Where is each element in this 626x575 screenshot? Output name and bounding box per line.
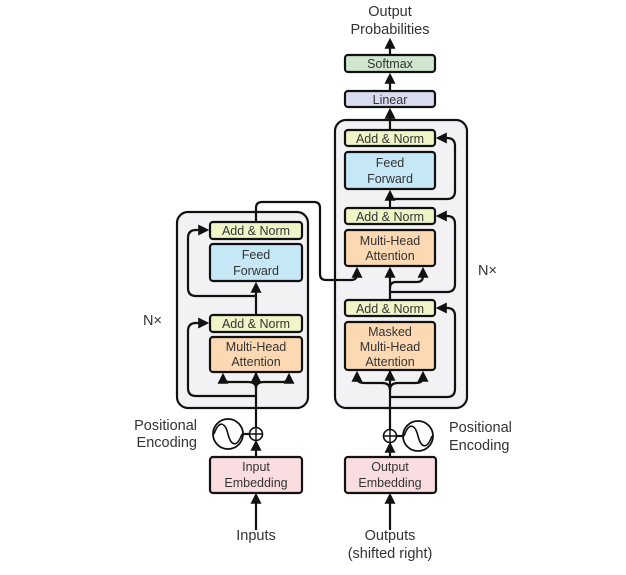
decoder-add-norm-1: Add & Norm bbox=[343, 128, 437, 148]
svg-text:Add & Norm: Add & Norm bbox=[356, 132, 424, 146]
svg-text:Encoding: Encoding bbox=[449, 438, 509, 454]
svg-text:Embedding: Embedding bbox=[224, 476, 287, 490]
svg-text:Add & Norm: Add & Norm bbox=[356, 302, 424, 316]
svg-text:Forward: Forward bbox=[367, 172, 413, 186]
output-probabilities-label-2: Probabilities bbox=[351, 22, 430, 38]
decoder-add-norm-3: Add & Norm bbox=[343, 298, 437, 318]
softmax-layer: Softmax bbox=[343, 53, 437, 74]
outputs-shifted-label: (shifted right) bbox=[348, 546, 433, 562]
decoder-feed-forward: Feed Forward bbox=[343, 150, 437, 191]
encoder-multi-head-attention: Multi-Head Attention bbox=[208, 335, 304, 374]
output-probabilities-label: Output bbox=[368, 4, 412, 20]
encoder-add-norm-bottom: Add & Norm bbox=[208, 313, 304, 334]
encoder-feed-forward: Feed Forward bbox=[208, 242, 304, 283]
linear-layer: Linear bbox=[343, 89, 437, 109]
connections bbox=[186, 37, 457, 530]
svg-text:Embedding: Embedding bbox=[358, 476, 421, 490]
svg-text:Forward: Forward bbox=[233, 264, 279, 278]
svg-text:Multi-Head: Multi-Head bbox=[226, 340, 286, 354]
decoder-multi-head-attention: Multi-Head Attention bbox=[343, 228, 437, 268]
input-embedding: Input Embedding bbox=[208, 455, 304, 495]
svg-text:Positional: Positional bbox=[449, 420, 512, 436]
svg-text:Add & Norm: Add & Norm bbox=[356, 210, 424, 224]
svg-text:Feed: Feed bbox=[376, 156, 405, 170]
inputs-label: Inputs bbox=[236, 528, 276, 544]
decoder-add-norm-2: Add & Norm bbox=[343, 206, 437, 226]
svg-text:Output: Output bbox=[371, 460, 409, 474]
decoder-masked-multi-head-attention: Masked Multi-Head Attention bbox=[343, 320, 437, 372]
encoder-repeat-label: N× bbox=[143, 313, 162, 329]
encoder-positional-encoding: Positional Encoding bbox=[134, 418, 264, 451]
outputs-label: Outputs bbox=[365, 528, 416, 544]
svg-text:Feed: Feed bbox=[242, 248, 271, 262]
output-embedding: Output Embedding bbox=[343, 455, 438, 495]
svg-text:Multi-Head: Multi-Head bbox=[360, 340, 420, 354]
decoder-positional-encoding: Positional Encoding bbox=[382, 420, 512, 454]
svg-text:Attention: Attention bbox=[231, 355, 280, 369]
svg-text:Attention: Attention bbox=[365, 355, 414, 369]
svg-text:Add & Norm: Add & Norm bbox=[222, 317, 290, 331]
svg-text:Add & Norm: Add & Norm bbox=[222, 224, 290, 238]
svg-text:Multi-Head: Multi-Head bbox=[360, 234, 420, 248]
svg-text:Attention: Attention bbox=[365, 249, 414, 263]
decoder-repeat-label: N× bbox=[478, 263, 497, 279]
encoder-add-norm-top: Add & Norm bbox=[208, 220, 304, 241]
svg-text:Positional: Positional bbox=[134, 418, 197, 434]
svg-text:Input: Input bbox=[242, 460, 270, 474]
svg-text:Masked: Masked bbox=[368, 325, 412, 339]
svg-text:Encoding: Encoding bbox=[137, 435, 197, 451]
svg-text:Softmax: Softmax bbox=[367, 57, 414, 71]
svg-text:Linear: Linear bbox=[373, 93, 408, 107]
